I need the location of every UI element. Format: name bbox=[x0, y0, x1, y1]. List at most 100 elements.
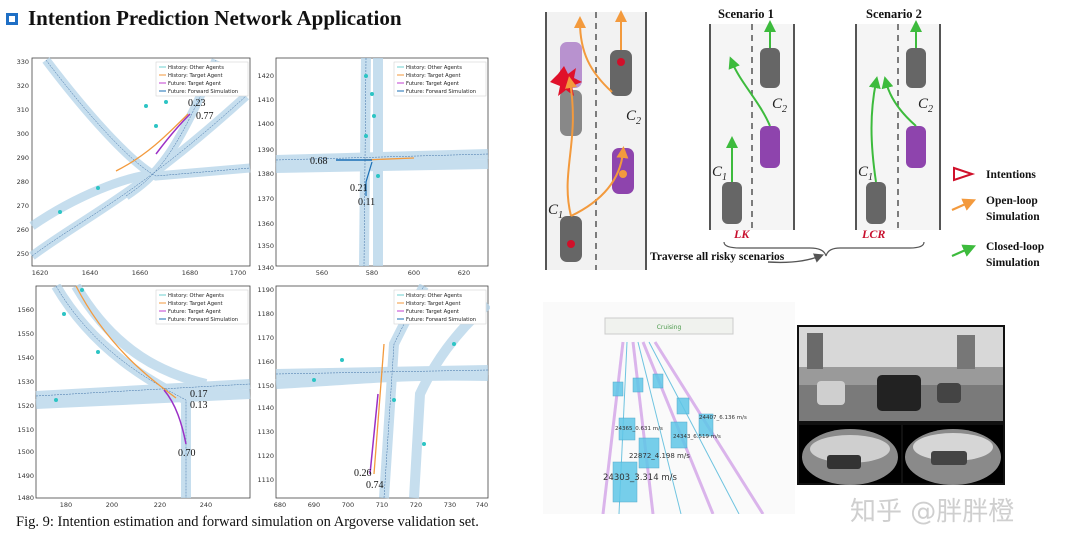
svg-text:History: Other Agents: History: Other Agents bbox=[168, 293, 224, 299]
y-tick: 1550 bbox=[17, 330, 34, 338]
svg-text:History: Target Agent: History: Target Agent bbox=[406, 301, 461, 307]
prob-label: 0.26 bbox=[354, 468, 372, 479]
x-tick: 200 bbox=[106, 501, 118, 509]
car-icon bbox=[760, 126, 780, 168]
x-tick: 1620 bbox=[32, 269, 49, 277]
car-icon bbox=[560, 216, 582, 262]
watermark-text: 知乎 @胖胖橙 bbox=[850, 497, 1014, 527]
lk-label: LK bbox=[733, 227, 750, 241]
y-tick: 1370 bbox=[257, 195, 274, 203]
c2-label: C2 bbox=[626, 108, 641, 127]
car-icon bbox=[866, 182, 886, 224]
prob-label: 0.77 bbox=[196, 111, 214, 122]
svg-text:History: Other Agents: History: Other Agents bbox=[406, 65, 462, 71]
svg-text:Future: Forward Simulation: Future: Forward Simulation bbox=[406, 317, 476, 323]
front-camera-image bbox=[799, 327, 1003, 421]
y-tick: 1420 bbox=[257, 72, 274, 80]
x-tick: 220 bbox=[154, 501, 166, 509]
plot-1: 0.23 0.77 330 320 310 300 290 280 270 26… bbox=[17, 57, 251, 277]
x-tick: 740 bbox=[476, 501, 488, 509]
y-tick: 1520 bbox=[17, 402, 34, 410]
svg-text:Closed-loop: Closed-loop bbox=[986, 241, 1044, 253]
y-tick: 1110 bbox=[257, 476, 274, 484]
svg-text:Future: Forward Simulation: Future: Forward Simulation bbox=[168, 89, 238, 95]
prob-label: 0.68 bbox=[310, 156, 328, 167]
y-tick: 1390 bbox=[257, 146, 274, 154]
diagram-legend: Intentions Open-loop Simulation Closed-l… bbox=[951, 166, 1044, 269]
intention-arrow-icon bbox=[953, 166, 976, 182]
legend: History: Other Agents History: Target Ag… bbox=[393, 61, 487, 97]
legend: History: Other Agents History: Target Ag… bbox=[155, 289, 249, 325]
x-tick: 680 bbox=[274, 501, 286, 509]
plot-2: 0.68 0.21 0.11 1420 1410 1400 1390 1380 … bbox=[257, 57, 489, 277]
y-tick: 1410 bbox=[257, 96, 274, 104]
x-tick: 560 bbox=[316, 269, 328, 277]
y-tick: 1510 bbox=[17, 426, 34, 434]
car-icon bbox=[906, 48, 926, 88]
y-tick: 270 bbox=[17, 202, 29, 210]
y-tick: 1120 bbox=[257, 452, 274, 460]
svg-text:Simulation: Simulation bbox=[986, 211, 1040, 223]
scenario-1-title: Scenario 1 bbox=[718, 7, 774, 21]
y-tick: 1490 bbox=[17, 472, 34, 480]
x-tick: 700 bbox=[342, 501, 354, 509]
y-tick: 300 bbox=[17, 130, 29, 138]
traverse-label: Traverse all risky scenarios bbox=[650, 251, 785, 263]
figure-caption: Fig. 9: Intention estimation and forward… bbox=[16, 514, 479, 530]
open-loop-arrow-icon bbox=[951, 198, 977, 212]
svg-text:History: Other Agents: History: Other Agents bbox=[406, 293, 462, 299]
legend: History: Other Agents History: Target Ag… bbox=[393, 289, 487, 325]
svg-text:Future: Target Agent: Future: Target Agent bbox=[406, 309, 459, 315]
svg-text:History: Target Agent: History: Target Agent bbox=[168, 301, 223, 307]
prob-label: 0.21 bbox=[350, 183, 368, 194]
section-title: Intention Prediction Network Application bbox=[6, 6, 402, 31]
x-tick: 720 bbox=[410, 501, 422, 509]
car-icon bbox=[760, 48, 780, 88]
x-tick: 1640 bbox=[82, 269, 99, 277]
svg-text:History: Target Agent: History: Target Agent bbox=[406, 73, 461, 79]
y-tick: 1350 bbox=[257, 242, 274, 250]
car-icon bbox=[612, 148, 634, 194]
car-icon bbox=[722, 182, 742, 224]
svg-text:History: Target Agent: History: Target Agent bbox=[168, 73, 223, 79]
svg-text:Intentions: Intentions bbox=[986, 169, 1036, 181]
scenario-2-title: Scenario 2 bbox=[866, 7, 922, 21]
status-banner-text: Cruising bbox=[657, 324, 682, 331]
prob-label: 0.70 bbox=[178, 448, 196, 459]
y-tick: 1140 bbox=[257, 404, 274, 412]
y-tick: 1560 bbox=[17, 306, 34, 314]
y-tick: 1400 bbox=[257, 120, 274, 128]
c2-label: C2 bbox=[918, 96, 933, 115]
c1-label: C1 bbox=[712, 164, 727, 183]
y-tick: 320 bbox=[17, 82, 29, 90]
y-tick: 1150 bbox=[257, 382, 274, 390]
c1-label: C1 bbox=[548, 202, 563, 221]
y-tick: 290 bbox=[17, 154, 29, 162]
svg-text:Future: Target Agent: Future: Target Agent bbox=[168, 81, 221, 87]
prob-label: 0.11 bbox=[358, 197, 375, 208]
y-tick: 1360 bbox=[257, 220, 274, 228]
y-tick: 1380 bbox=[257, 170, 274, 178]
agent-label: 24365_0.631 m/s bbox=[615, 426, 663, 432]
prob-label: 0.17 bbox=[190, 389, 208, 400]
camera-views bbox=[797, 325, 1005, 485]
plot-4: 0.26 0.74 1190 1180 1170 1160 1150 1140 … bbox=[257, 284, 490, 509]
svg-text:Future: Forward Simulation: Future: Forward Simulation bbox=[168, 317, 238, 323]
prob-label: 0.74 bbox=[366, 480, 384, 491]
svg-text:Simulation: Simulation bbox=[986, 257, 1040, 269]
svg-text:Open-loop: Open-loop bbox=[986, 195, 1038, 207]
x-tick: 180 bbox=[60, 501, 72, 509]
svg-text:Future: Target Agent: Future: Target Agent bbox=[168, 309, 221, 315]
agent-label: 24343_6.519 m/s bbox=[673, 434, 721, 440]
y-tick: 1130 bbox=[257, 428, 274, 436]
y-tick: 310 bbox=[17, 106, 29, 114]
agent-label: 22872_4.198 m/s bbox=[629, 452, 690, 460]
y-tick: 1540 bbox=[17, 354, 34, 362]
simulation-view: Cruising 24303_3.314 m/s 22872_4.198 m/s… bbox=[543, 302, 795, 514]
section-title-text: Intention Prediction Network Application bbox=[28, 6, 402, 30]
plot-3: 0.17 0.13 0.70 1560 1550 1540 1530 1520 … bbox=[17, 284, 251, 509]
prob-label: 0.13 bbox=[190, 400, 208, 411]
svg-text:History: Other Agents: History: Other Agents bbox=[168, 65, 224, 71]
watermark: 知乎 @胖胖橙 bbox=[850, 497, 1014, 527]
svg-text:Future: Forward Simulation: Future: Forward Simulation bbox=[406, 89, 476, 95]
